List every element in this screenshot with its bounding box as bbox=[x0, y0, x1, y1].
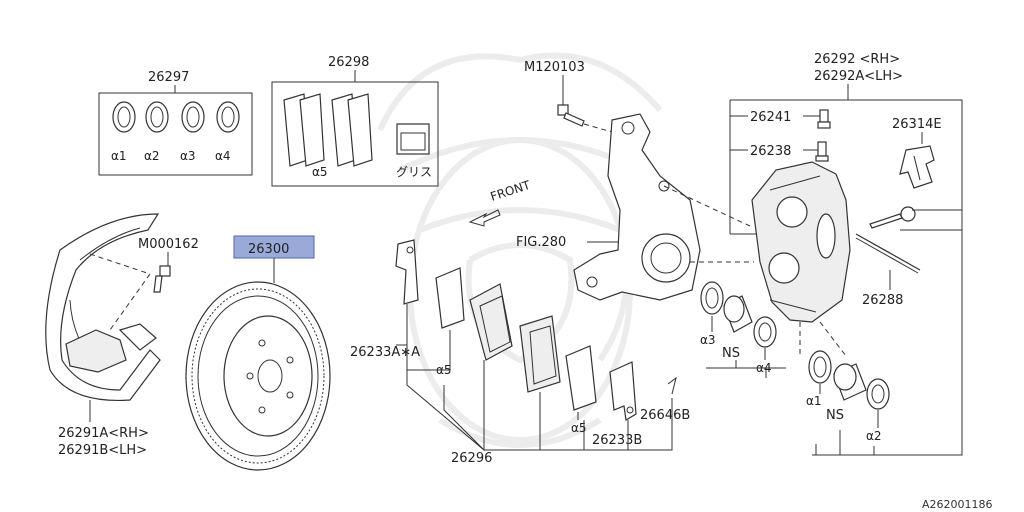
part-26296-label: 26296 bbox=[451, 451, 492, 466]
caliper-body bbox=[751, 161, 851, 323]
part-26288-label: 26288 bbox=[862, 293, 903, 308]
fig280-label: FIG.280 bbox=[516, 235, 566, 250]
ns-top-label: NS bbox=[722, 346, 740, 361]
seal-alpha1-label: α1 bbox=[806, 394, 822, 408]
part-26292-rh-label: 26292 <RH> bbox=[814, 52, 900, 67]
bleeder-screw-26241 bbox=[817, 109, 831, 129]
pads-group: 26233A∗A α5 26296 α5 26233B 26646B bbox=[350, 239, 690, 466]
pad-pin-bolt bbox=[869, 206, 916, 229]
seal-alpha2-label: α2 bbox=[866, 429, 882, 443]
part-26297-label: 26297 bbox=[148, 70, 189, 85]
part-26233b-label: 26233B bbox=[592, 433, 642, 448]
m000162-label: M000162 bbox=[138, 237, 199, 252]
bolt-m000162: M000162 bbox=[138, 237, 199, 293]
alpha-1-label: α1 bbox=[111, 149, 127, 163]
front-label: FRONT bbox=[489, 178, 533, 204]
grease-packet bbox=[396, 123, 430, 155]
shim-26233a bbox=[395, 239, 419, 305]
pad-kit-alpha5-label: α5 bbox=[312, 165, 328, 179]
shim-alpha5-left bbox=[435, 267, 465, 329]
ns-bottom-label: NS bbox=[826, 408, 844, 423]
front-arrow: FRONT bbox=[468, 178, 533, 227]
pad-spring-26314e bbox=[899, 145, 935, 189]
bolt-m120103: M120103 bbox=[524, 60, 613, 133]
part-26300-label[interactable]: 26300 bbox=[248, 242, 289, 257]
part-26233a-label: 26233A∗A bbox=[350, 345, 420, 360]
seal-ring-1 bbox=[112, 101, 136, 133]
seal-alpha3-label: α3 bbox=[700, 333, 716, 347]
pad-pin-26288 bbox=[855, 233, 921, 274]
seal-ring-4 bbox=[216, 101, 240, 133]
dust-boot-alpha2 bbox=[866, 378, 890, 410]
dust-shield bbox=[45, 213, 161, 402]
part-26291b-lh-label: 26291B<LH> bbox=[58, 443, 147, 458]
piston-bottom bbox=[833, 363, 867, 401]
pad-kit-frame bbox=[271, 81, 439, 187]
piston-top bbox=[723, 295, 753, 333]
caliper-assembly: 26292 <RH> 26292A<LH> 26241 26238 26314E bbox=[700, 52, 963, 456]
seal-kit-26297: 26297 α1 α2 α3 α4 bbox=[98, 70, 253, 176]
clip-26646b bbox=[667, 376, 677, 395]
pad-kit-26298: 26298 α5 グリス bbox=[271, 55, 439, 187]
part-26292a-lh-label: 26292A<LH> bbox=[814, 69, 903, 84]
bleeder-cap-26238 bbox=[815, 141, 829, 162]
seal-ring-3 bbox=[181, 101, 205, 133]
shim-alpha5-right bbox=[565, 345, 597, 411]
alpha-4-label: α4 bbox=[215, 149, 231, 163]
part-26646b-label: 26646B bbox=[640, 408, 690, 423]
seal-kit-frame bbox=[98, 92, 253, 176]
shim-26233b bbox=[609, 361, 637, 421]
part-26291a-rh-label: 26291A<RH> bbox=[58, 426, 149, 441]
part-26314e-label: 26314E bbox=[892, 117, 942, 132]
seal-ring-2 bbox=[145, 101, 169, 133]
pad-shim-pair-left bbox=[283, 93, 325, 167]
pad-outer bbox=[469, 283, 513, 361]
pad-inner bbox=[519, 315, 561, 393]
m120103-label: M120103 bbox=[524, 60, 585, 75]
part-26241-label: 26241 bbox=[750, 110, 791, 125]
part-26298-label: 26298 bbox=[328, 55, 369, 70]
alpha-2-label: α2 bbox=[144, 149, 160, 163]
grease-label: グリス bbox=[396, 165, 432, 179]
dust-boot-alpha4 bbox=[753, 316, 777, 348]
steering-knuckle: FIG.280 bbox=[516, 113, 701, 301]
diagram-code: A262001186 bbox=[922, 498, 993, 511]
pad-shim-pair-right bbox=[331, 93, 373, 167]
brake-rotor bbox=[185, 281, 331, 471]
part-26238-label: 26238 bbox=[750, 144, 791, 159]
shim-alpha5-right-label: α5 bbox=[571, 421, 587, 435]
piston-seal-alpha3 bbox=[700, 281, 724, 315]
piston-seal-alpha1 bbox=[808, 350, 832, 384]
alpha-3-label: α3 bbox=[180, 149, 196, 163]
